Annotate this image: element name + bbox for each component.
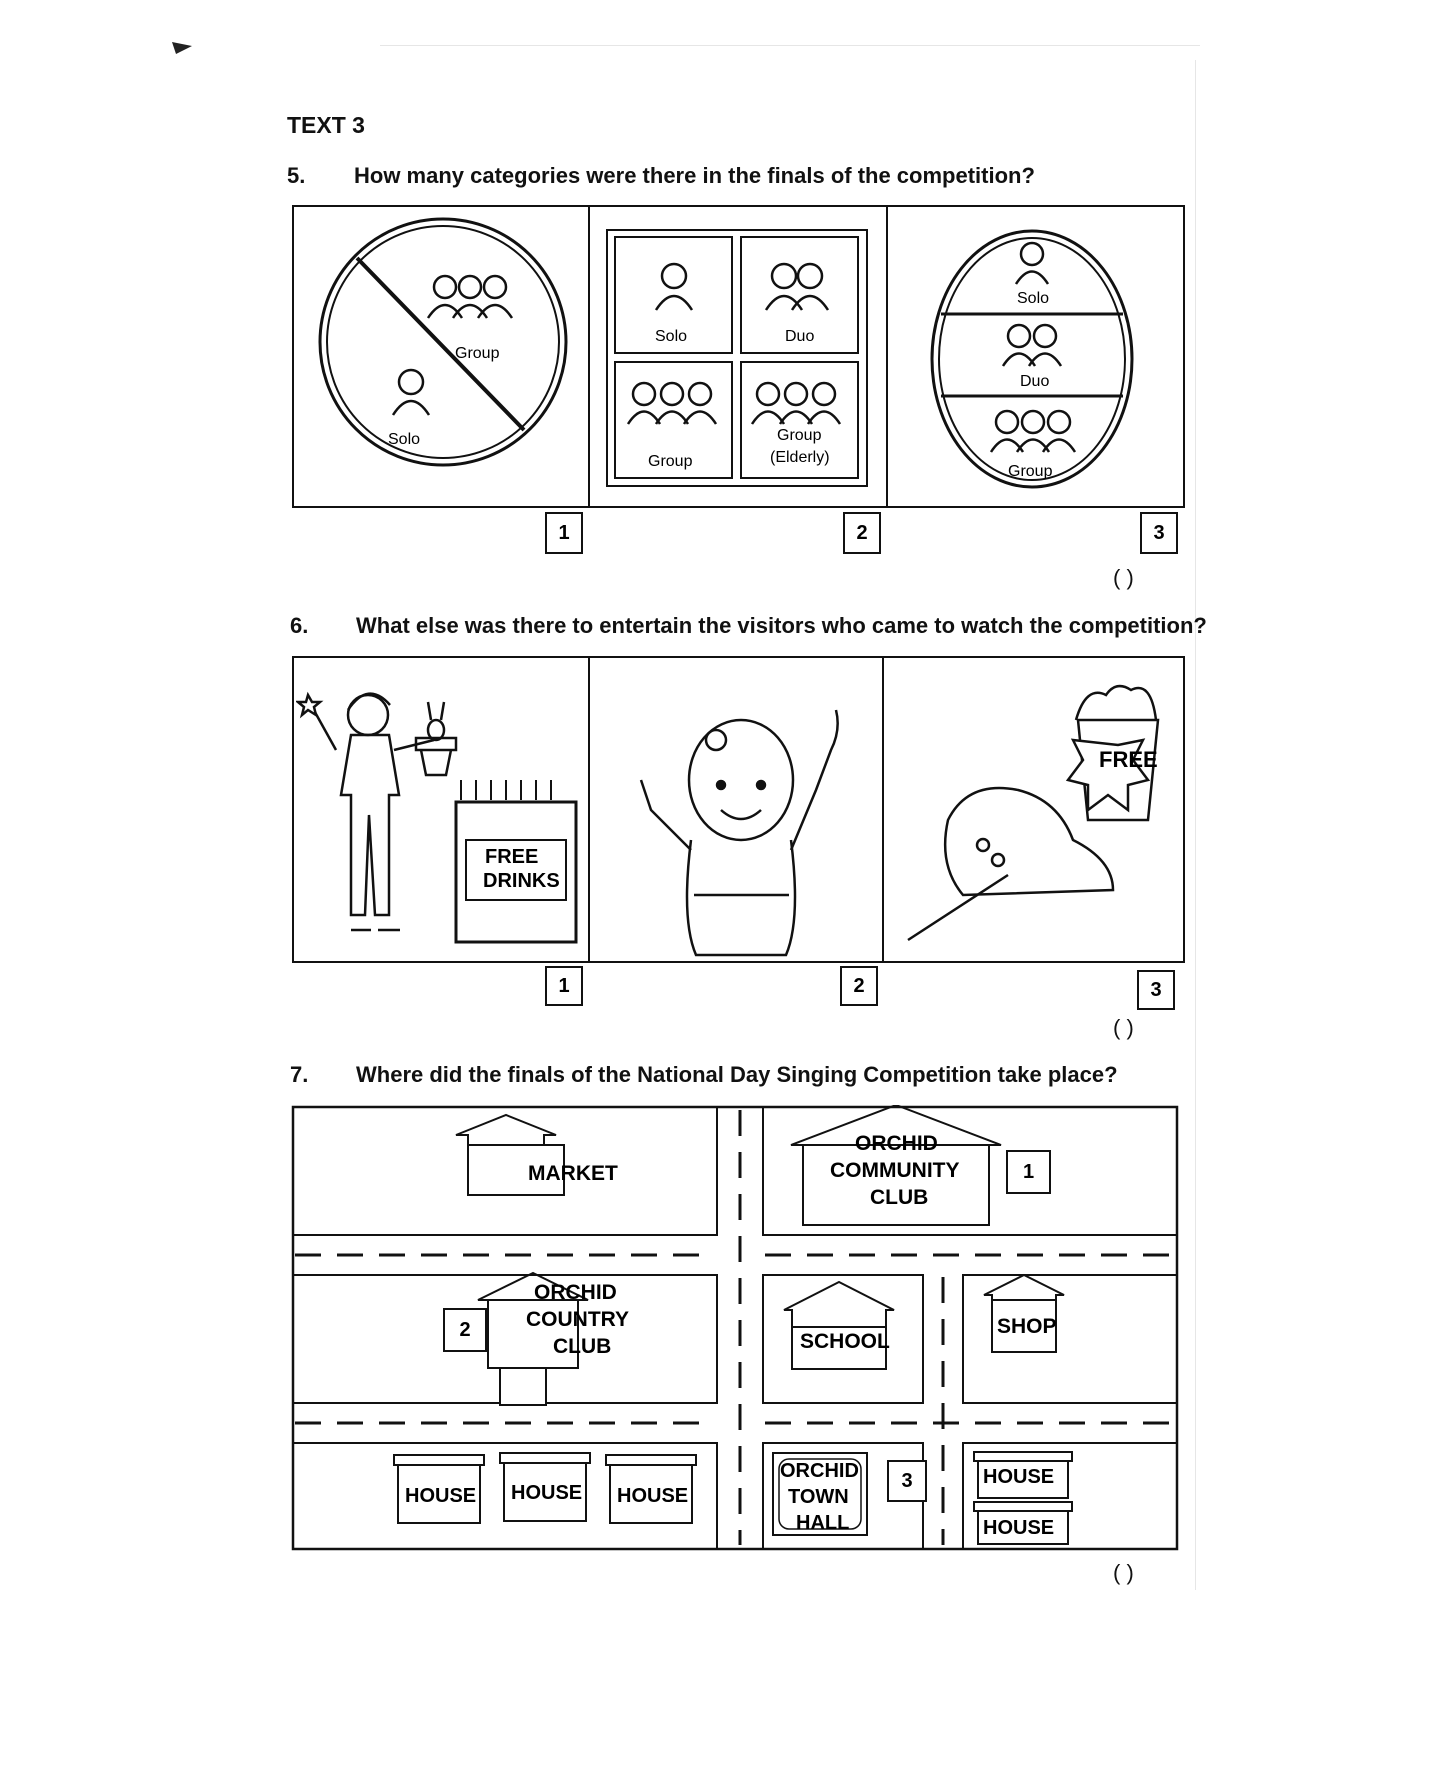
map-school-label: SCHOOL [800, 1330, 890, 1353]
q6-free-drinks-2: DRINKS [483, 870, 560, 892]
q5-o3-solo-label: Solo [1017, 290, 1050, 307]
q5-divider [886, 205, 888, 508]
question-7-number: 7. [290, 1062, 309, 1087]
map-market-label: MARKET [528, 1162, 618, 1185]
map-ocl-label-1: ORCHID [534, 1281, 617, 1304]
q6-free-drinks-1: FREE [485, 846, 539, 868]
question-5-number: 5. [287, 163, 306, 188]
q5-divider [588, 205, 590, 508]
q5-o2-group-box [614, 361, 733, 479]
q5-o2-elderly-label-1: Group [777, 427, 822, 444]
map-shop-label: SHOP [997, 1315, 1057, 1338]
q7-answer-bracket[interactable]: ( ) [1113, 1560, 1134, 1585]
question-7-text: Where did the finals of the National Day… [356, 1062, 1118, 1087]
q5-o1-solo-label: Solo [388, 431, 421, 448]
map-ocl-label-3: CLUB [553, 1335, 612, 1358]
map-house-label: HOUSE [983, 1466, 1055, 1488]
question-6-number: 6. [290, 613, 309, 638]
map-oth-label-2: TOWN [788, 1486, 849, 1508]
question-5-text: How many categories were there in the fi… [354, 163, 1035, 188]
q5-o2-outer [606, 229, 868, 487]
map-house-label: HOUSE [983, 1517, 1055, 1539]
page-edge-line [1195, 60, 1196, 1590]
q5-option-2-people [626, 262, 842, 425]
q5-option-2-box[interactable]: 2 [843, 512, 881, 554]
q5-answer-bracket[interactable]: ( ) [1113, 565, 1134, 590]
map-oth-label-1: ORCHID [780, 1460, 859, 1482]
q6-option-1-magician [296, 691, 578, 944]
q6-option-2-girl [639, 709, 839, 957]
q6-options-frame [292, 656, 1185, 963]
q5-o2-duo-box [740, 236, 859, 354]
q7-option-1-box[interactable]: 1 [1006, 1150, 1051, 1194]
q5-o1-group-label: Group [455, 345, 500, 362]
section-heading: TEXT 3 [287, 112, 365, 138]
map-house-label: HOUSE [617, 1485, 689, 1507]
q6-answer-bracket[interactable]: ( ) [1113, 1015, 1134, 1040]
q6-divider [588, 656, 590, 963]
q7-option-3-box[interactable]: 3 [887, 1460, 927, 1502]
q6-option-3-popcorn-shoe [907, 684, 1160, 942]
map-oth-label-3: HALL [796, 1512, 850, 1534]
q5-option-1-box[interactable]: 1 [545, 512, 583, 554]
map-occ-label-1: ORCHID [855, 1132, 938, 1155]
q5-o3-group-label: Group [1008, 463, 1053, 480]
map-house-label: HOUSE [511, 1482, 583, 1504]
q5-o2-group-label: Group [648, 453, 693, 470]
map-house-label: HOUSE [405, 1485, 477, 1507]
q5-o2-elderly-label-2: (Elderly) [770, 449, 830, 466]
q5-o2-solo-box [614, 236, 733, 354]
q5-o3-duo-label: Duo [1020, 373, 1050, 390]
q5-option-3-box[interactable]: 3 [1140, 512, 1178, 554]
q7-option-2-box[interactable]: 2 [443, 1308, 487, 1352]
corner-mark-icon [172, 42, 192, 54]
q5-options-frame [292, 205, 1185, 508]
q6-option-2-box[interactable]: 2 [840, 966, 878, 1006]
bleed-through-line [380, 45, 1200, 46]
question-6-text: What else was there to entertain the vis… [356, 613, 1207, 638]
q6-option-3-box[interactable]: 3 [1137, 970, 1175, 1010]
q6-option-1-box[interactable]: 1 [545, 966, 583, 1006]
map-occ-label-2: COMMUNITY [830, 1159, 960, 1182]
q5-o2-elderly-box [740, 361, 859, 479]
q7-map [291, 1105, 1179, 1551]
q5-o2-duo-label: Duo [785, 328, 815, 345]
map-occ-label-3: CLUB [870, 1186, 929, 1209]
map-ocl-label-2: COUNTRY [526, 1308, 630, 1331]
q6-free-popcorn: FREE [1099, 747, 1158, 772]
q5-option-1-figure [318, 217, 568, 467]
q5-option-3-figure [930, 229, 1134, 489]
q6-divider [882, 656, 884, 963]
q5-o2-solo-label: Solo [655, 328, 688, 345]
